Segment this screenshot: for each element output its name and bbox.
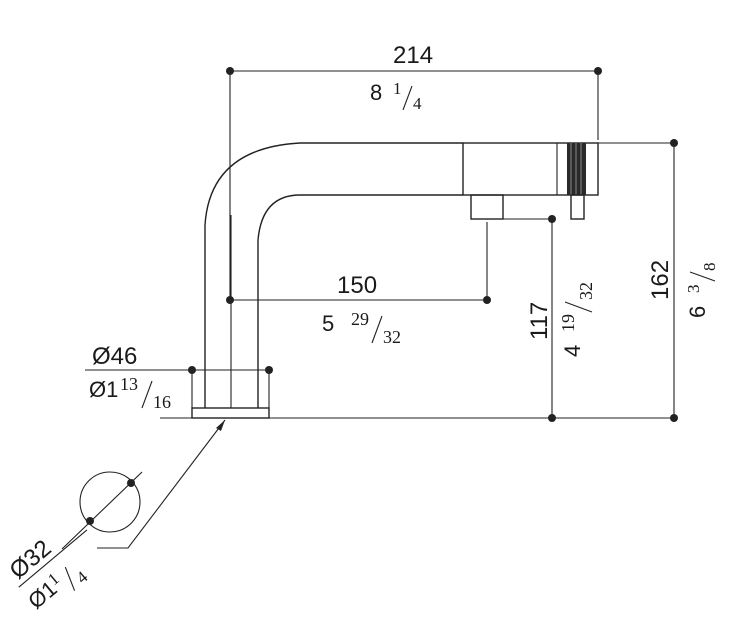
dim-150-mm: 150 bbox=[337, 272, 377, 299]
dim-32-inch-den: 4 bbox=[73, 567, 92, 587]
dim-117-mm: 117 bbox=[526, 302, 553, 340]
dimension-lines bbox=[61, 67, 678, 550]
dim-117-inch-whole: 4 bbox=[560, 345, 585, 357]
dim-46-inch-den: 16 bbox=[153, 392, 171, 412]
dim-117-inch-den: 32 bbox=[576, 282, 596, 300]
dim-214-mm: 214 bbox=[393, 42, 433, 69]
dim-117-inch-num: 19 bbox=[558, 314, 578, 332]
dim-214-inch-den: 4 bbox=[413, 94, 422, 113]
dim-150-inch-num: 29 bbox=[351, 309, 369, 329]
dim-46-inch-num: 13 bbox=[120, 374, 138, 394]
dim-162-inch-den: 8 bbox=[700, 263, 719, 272]
faucet-outline bbox=[191, 142, 599, 419]
dim-150-inch-den: 32 bbox=[383, 327, 401, 347]
dim-150-inch-whole: 5 bbox=[322, 311, 334, 336]
dim-214-inch-whole: 8 bbox=[370, 80, 382, 105]
dim-46-mm: Ø46 bbox=[92, 343, 137, 370]
dim-162-inch-num: 3 bbox=[684, 285, 703, 294]
dim-162-mm: 162 bbox=[647, 260, 674, 300]
dim-162-inch-whole: 6 bbox=[685, 306, 710, 318]
dim-46-inch-whole: Ø1 bbox=[89, 377, 118, 402]
dim-214-inch-num: 1 bbox=[393, 79, 402, 98]
